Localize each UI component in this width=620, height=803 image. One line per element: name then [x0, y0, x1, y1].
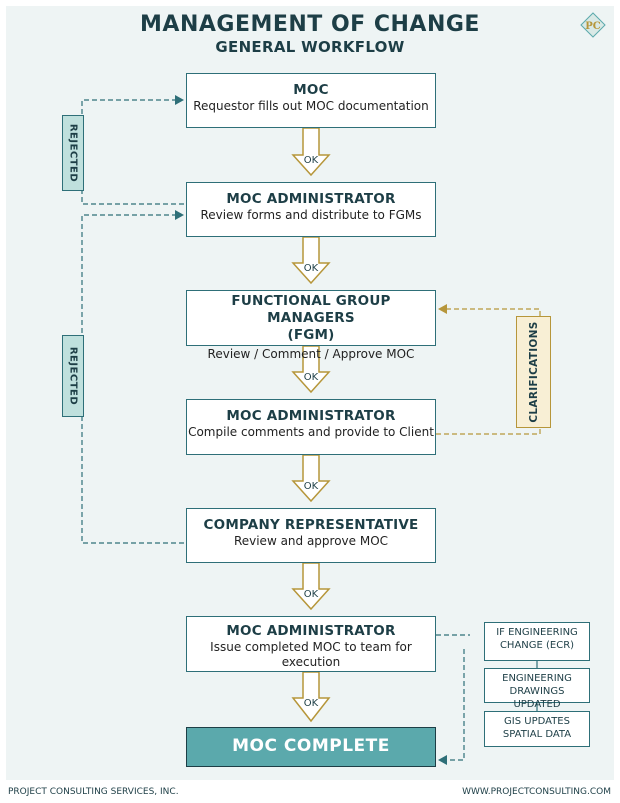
company-logo-icon: PC: [580, 12, 606, 38]
page-title: MANAGEMENT OF CHANGE: [140, 12, 480, 37]
side-box-ecr: IF ENGINEERING CHANGE (ECR): [484, 622, 590, 661]
svg-text:PC: PC: [585, 21, 601, 32]
step-title: MOC ADMINISTRATOR: [226, 408, 396, 424]
step-moc-request: MOC Requestor fills out MOC documentatio…: [186, 73, 436, 128]
rejected-label: REJECTED: [67, 346, 79, 406]
step-description: Review forms and distribute to FGMs: [200, 208, 422, 222]
step-description: Review / Comment / Approve MOC: [207, 347, 415, 361]
footer-company: PROJECT CONSULTING SERVICES, INC.: [8, 787, 179, 797]
ok-label: OK: [303, 481, 319, 492]
ok-label: OK: [303, 372, 319, 383]
step-title: MOC ADMINISTRATOR: [226, 191, 396, 207]
step-description: Review and approve MOC: [233, 534, 389, 548]
rejected-tag: REJECTED: [62, 335, 84, 417]
page-subtitle: GENERAL WORKFLOW: [215, 38, 405, 56]
step-title: MOC ADMINISTRATOR: [226, 623, 396, 639]
step-title: COMPANY REPRESENTATIVE: [203, 517, 419, 533]
ok-label: OK: [303, 589, 319, 600]
clarifications-label: CLARIFICATIONS: [527, 321, 540, 423]
step-title: FUNCTIONAL GROUP MANAGERS: [231, 293, 391, 326]
ok-label: OK: [303, 698, 319, 709]
side-box-gis: GIS UPDATES SPATIAL DATA: [484, 711, 590, 747]
side-box-drawings: ENGINEERING DRAWINGS UPDATED: [484, 668, 590, 710]
step-moc-admin-issue: MOC ADMINISTRATOR Issue completed MOC to…: [186, 616, 436, 672]
step-description: Requestor fills out MOC documentation: [193, 99, 429, 113]
ok-label: OK: [303, 263, 319, 274]
step-title: MOC: [293, 82, 329, 98]
rejected-tag: REJECTED: [62, 115, 84, 191]
step-title-abbrev: (FGM): [287, 327, 335, 343]
footer-website: WWW.PROJECTCONSULTING.COM: [462, 787, 611, 797]
clarifications-tag: CLARIFICATIONS: [516, 316, 551, 428]
step-moc-admin-compile: MOC ADMINISTRATOR Compile comments and p…: [186, 399, 436, 455]
moc-complete-box: MOC COMPLETE: [186, 727, 436, 767]
ok-label: OK: [303, 155, 319, 166]
step-company-representative: COMPANY REPRESENTATIVE Review and approv…: [186, 508, 436, 563]
step-moc-admin-review: MOC ADMINISTRATOR Review forms and distr…: [186, 182, 436, 237]
rejected-label: REJECTED: [67, 123, 79, 183]
step-fgm-review: FUNCTIONAL GROUP MANAGERS (FGM) Review /…: [186, 290, 436, 361]
step-description: Issue completed MOC to team for executio…: [210, 640, 412, 669]
step-description: Compile comments and provide to Client: [188, 425, 434, 439]
